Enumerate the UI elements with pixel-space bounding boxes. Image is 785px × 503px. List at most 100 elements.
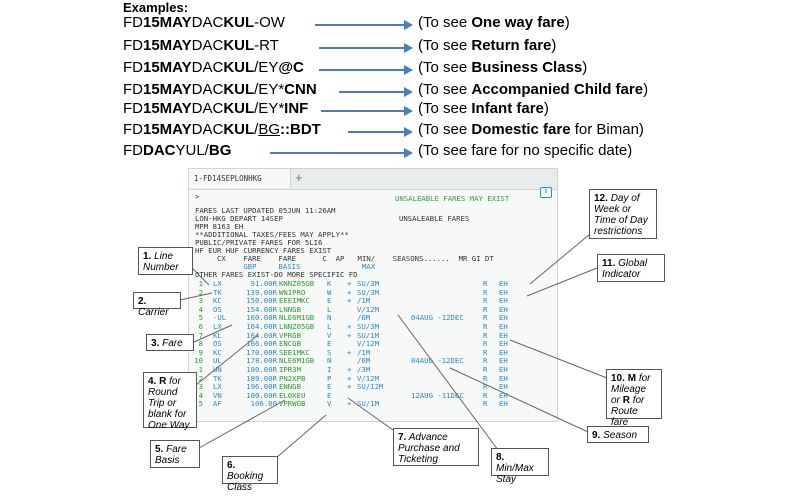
fare-cell-fare: 164.00R	[246, 322, 277, 331]
fare-cell-cx: LX	[213, 279, 222, 288]
fare-cell-fare: 139.00R	[246, 287, 277, 297]
mpm-line: MPM 8163 EH	[195, 222, 244, 231]
terminal-tab[interactable]: 1-FD14SEPLONHKG	[189, 169, 291, 188]
fare-cell-mr: R	[483, 399, 488, 409]
callout-day-time: 12. Day of Week or Time of Day restricti…	[589, 189, 657, 239]
fare-cell-gi: EH	[499, 390, 508, 400]
fare-cell-cx: UL	[213, 356, 222, 366]
fare-cell-fare: 160.00R	[246, 313, 277, 323]
fare-cell-min: SU/3M	[357, 322, 379, 331]
fare-cell-ap: +	[347, 399, 352, 409]
fare-cell-cx: LX	[213, 322, 222, 331]
fare-cell-c: L	[327, 304, 332, 314]
fare-cell-c: K	[327, 279, 332, 288]
fare-cell-min: SU/12M	[357, 382, 384, 392]
fare-cell-n: 1	[198, 279, 203, 288]
fare-cell-fare: 189.00R	[246, 373, 277, 383]
fare-cell-mr: R	[483, 322, 488, 331]
example-arrow-icon	[321, 106, 413, 116]
fare-cell-mr: R	[483, 296, 488, 306]
example-command: FD15MAYDACKUL-OW	[123, 14, 285, 31]
fare-cell-mr: R	[483, 287, 488, 297]
connector-fare	[193, 324, 233, 343]
fare-cell-fare: 164.00R	[246, 330, 277, 340]
fare-cell-cx: KC	[213, 347, 222, 357]
fare-cell-n: 3	[198, 382, 203, 392]
fare-cell-n: 1	[198, 365, 203, 374]
fare-cell-ap: +	[347, 296, 352, 306]
fare-cell-basis: NLE6M1GB	[279, 356, 315, 366]
fare-cell-n: 4	[198, 390, 203, 400]
fare-cell-mr: R	[483, 279, 488, 288]
fare-cell-c: I	[327, 365, 332, 374]
fare-cell-c: L	[327, 322, 332, 331]
connector-advance	[347, 397, 394, 431]
fare-cell-fare: 150.00R	[246, 296, 277, 306]
fare-cell-fare: 196.00R	[246, 382, 277, 392]
fare-cell-cx: -UL	[213, 313, 227, 323]
fare-cell-n: 8	[198, 339, 203, 349]
fare-cell-cx: LX	[213, 382, 222, 392]
example-description: (To see Infant fare)	[418, 100, 549, 117]
scroll-toggle-icon[interactable]: ⇕	[540, 187, 552, 198]
terminal-tabbar: 1-FD14SEPLONHKG +	[189, 169, 557, 190]
fare-cell-c: E	[327, 390, 332, 400]
other-fares-line: OTHER FARES EXIST-DO MORE SPECIFIC FD	[195, 270, 358, 279]
route-line: LON-HKG DEPART 14SEP	[195, 214, 283, 223]
fare-cell-cx: KL	[213, 330, 222, 340]
fare-cell-gi: EH	[499, 339, 508, 349]
fare-cell-min: /3M	[357, 365, 371, 374]
fare-cell-gi: EH	[499, 330, 508, 340]
fare-cell-n: 10	[194, 356, 203, 366]
fare-cell-cx: KC	[213, 296, 222, 306]
fare-cell-season: 04AUG -12DEC	[411, 313, 464, 323]
fare-cell-gi: EH	[499, 313, 508, 323]
example-description: (To see Accompanied Child fare)	[418, 81, 649, 98]
fare-cell-gi: EH	[499, 279, 508, 288]
examples-title: Examples:	[123, 0, 189, 15]
fare-cell-n: 4	[198, 304, 203, 314]
callout-fare-basis: 5. Fare Basis	[150, 440, 200, 468]
fare-cell-basis: NLE6M1GB	[279, 313, 315, 323]
example-description: (To see fare for no specific date)	[418, 142, 633, 159]
fare-cell-mr: R	[483, 313, 488, 323]
example-command: FDDACYUL/BG	[123, 142, 232, 159]
connector-minmax	[397, 314, 499, 451]
fare-cell-ap: +	[347, 382, 352, 392]
fare-cell-n: 6	[198, 322, 203, 331]
fare-cell-n: 5	[198, 399, 203, 409]
fare-cell-basis: PN2XPB	[279, 373, 306, 383]
terminal-window[interactable]: 1-FD14SEPLONHKG + ⇕ > UNSALEABLE FARES M…	[188, 168, 558, 422]
fare-cell-mr: R	[483, 390, 488, 400]
fare-cell-n: 5	[198, 313, 203, 323]
add-tab-icon[interactable]: +	[295, 170, 303, 185]
fare-cell-min: V/12M	[357, 373, 379, 383]
fare-cell-cx: OS	[213, 304, 222, 314]
fare-cell-n: 3	[198, 296, 203, 306]
fare-cell-min: SU/3M	[357, 279, 379, 288]
fare-cell-basis: EEE1MKC	[279, 296, 310, 306]
example-command: FD15MAYDACKUL/BG::BDT	[123, 121, 321, 138]
example-description: (To see One way fare)	[418, 14, 570, 31]
fare-cell-cx: OS	[213, 339, 222, 349]
callout-mileage-route: 10. M for Mileage or R for Route fare	[606, 369, 662, 428]
fare-cell-basis: IPR3M	[279, 365, 301, 374]
callout-booking-class: 6. Booking Class	[222, 456, 278, 493]
fare-cell-basis: SEE1MKC	[279, 347, 310, 357]
